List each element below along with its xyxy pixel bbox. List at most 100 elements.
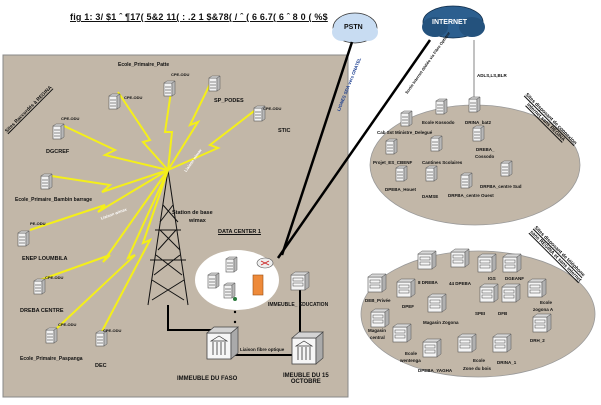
building-octobre-icon (291, 331, 324, 365)
site-label: Cantines Scolaires (422, 160, 463, 165)
site-server-icon (468, 96, 481, 113)
tower-label-2: wimax (189, 218, 206, 224)
site-label: Magasin (368, 328, 387, 333)
cpe-label: CPE-ODU (171, 72, 190, 77)
site-server-icon (40, 173, 53, 190)
site-label: DAMSE (422, 194, 439, 199)
figure-title: fig 1: 3/ $1 ˆ ¶17( 5&2 11( : .2 1 $&78(… (70, 12, 328, 22)
site-building-icon (479, 283, 499, 303)
building-octobre-label: IMEUBLE DU 15 OCTOBRE (283, 373, 329, 385)
site-building-icon (492, 333, 512, 353)
site-server-icon (472, 125, 485, 142)
site-label: DPEBA_Houet (385, 187, 417, 192)
site-label: Ecole (540, 300, 553, 305)
site-label: DRFBA_centre Ouest (448, 193, 494, 198)
site-label: Ecole (473, 358, 486, 363)
dc-server-icon (223, 282, 236, 299)
site-server-icon (17, 230, 30, 247)
site-label: Ecole_Primaire_Bambin barrage (15, 197, 92, 203)
site-server-icon (500, 160, 513, 177)
site-label: IGS (488, 276, 496, 281)
site-server-icon (52, 123, 65, 140)
site-building-icon (527, 278, 547, 298)
site-building-icon (422, 338, 442, 358)
pstn-label: PSTN (344, 24, 363, 31)
site-server-icon (45, 327, 58, 344)
site-building-icon (457, 333, 477, 353)
site-label: 8 DREBA (418, 280, 438, 285)
datacenter-label: DATA CENTER 1 (218, 229, 261, 235)
building-icon (290, 271, 310, 291)
site-label: DRINA_1 (497, 360, 517, 365)
site-label: DPEBA_YAGHA (418, 368, 453, 373)
internet-link-line (276, 39, 432, 259)
site-label: 44 DPEBA (449, 281, 472, 286)
site-label: Cossodo (475, 154, 495, 159)
site-server-icon (460, 172, 473, 189)
site-label: STIC (278, 128, 291, 134)
site-building-icon (370, 308, 390, 328)
site-label: wentenga (400, 358, 421, 363)
building-octobre-line2: OCTOBRE (290, 379, 321, 385)
site-server-icon (208, 75, 221, 92)
fibre-link-label: Liaison fibre optique (240, 347, 285, 352)
site-building-icon (417, 250, 437, 270)
pstn-link-line (280, 41, 354, 256)
site-label: DFB (498, 311, 508, 316)
site-label: Ecole Kossodo (422, 120, 455, 125)
cpe-label: CPE-ODU (103, 328, 122, 333)
adsl-link-label: ADLS,LS,BLR (477, 73, 507, 78)
site-label: DGEANF (505, 276, 524, 281)
site-label: Magasin Zogona (423, 320, 459, 325)
site-label: Ecole_Primaire_Paspanga (20, 356, 83, 362)
site-label: DREBA_ (476, 147, 495, 152)
site-building-icon (427, 293, 447, 313)
site-label: DEC (95, 363, 107, 369)
site-label: Ecole (405, 351, 418, 356)
cpe-label: CPE-ODU (263, 106, 282, 111)
site-label: DRINA_bat2 (465, 120, 492, 125)
site-label: SP_PODES (214, 98, 244, 104)
wimax-links (29, 79, 259, 336)
site-label: central (370, 335, 385, 340)
wimax-tower-icon (147, 169, 189, 306)
site-label: ENEP LOUMBILA (22, 256, 68, 262)
site-label: Zone du bois (463, 366, 491, 371)
site-building-icon (477, 253, 497, 273)
site-server-icon (425, 165, 438, 182)
dc-server-icon (225, 256, 238, 273)
site-label: DEB_Privée (365, 298, 391, 303)
globe-icon (233, 297, 237, 301)
site-server-icon (33, 278, 46, 295)
site-building-icon (367, 273, 387, 293)
site-server-icon (400, 110, 413, 127)
site-label: DREBA CENTRE (20, 308, 64, 314)
cpe-label: CPE-ODU (124, 95, 143, 100)
dc-server-icon (207, 272, 220, 289)
site-building-icon (502, 253, 522, 273)
site-building-icon (450, 248, 470, 268)
site-label: Projet_ES_CBENF (373, 160, 413, 165)
site-building-icon (392, 323, 412, 343)
cpe-label: CPE-ODU (61, 116, 80, 121)
site-label: DPEF (402, 304, 415, 309)
site-label: Cab Sst Ministre_Delegué (377, 130, 433, 135)
building-faso-label: IMMEUBLE DU FASO (177, 376, 238, 382)
firewall-icon (252, 274, 264, 296)
site-label: DRH_2 (530, 338, 545, 343)
site-server-icon (108, 93, 121, 110)
internet-label: INTERNET (432, 19, 467, 26)
building-faso-icon (206, 326, 239, 360)
site-label: zogona A (533, 307, 554, 312)
pstn-cloud (332, 12, 378, 44)
site-label: DGCREF (46, 149, 70, 155)
site-building-icon (532, 313, 552, 333)
tower-label-1: Station de base (172, 210, 213, 216)
site-server-icon (163, 80, 176, 97)
site-server-icon (430, 135, 443, 152)
cpe-label: CPE-ODU (58, 322, 77, 327)
site-server-icon (95, 330, 108, 347)
internet-cloud (422, 5, 485, 39)
building-octobre-line1: IMEUBLE DU 15 (283, 373, 329, 379)
